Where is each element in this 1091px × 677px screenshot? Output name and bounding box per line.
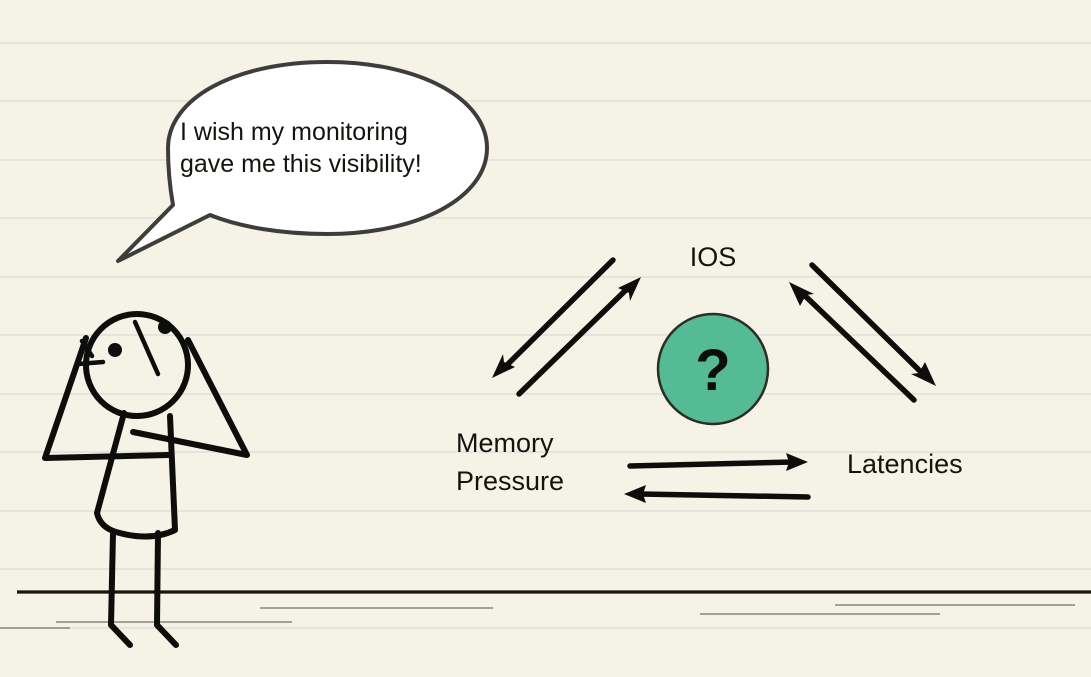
hair-left-wing xyxy=(42,335,171,461)
node-label-memory-pressure-line-2: Pressure xyxy=(456,466,564,496)
arrow-latencies-to-ios xyxy=(789,282,917,403)
node-label-memory-pressure-line-1: Memory xyxy=(456,428,554,458)
speech-bubble-line-2: gave me this visibility! xyxy=(180,150,422,178)
speech-bubble-shape xyxy=(116,60,489,263)
arrow-memory-pressure-to-ios xyxy=(516,277,641,397)
hair-strand xyxy=(132,319,161,377)
arrow-latencies-to-memory-pressure xyxy=(624,485,811,503)
hair-tick-left-2 xyxy=(75,359,106,367)
leg-right xyxy=(154,530,179,648)
node-label-ios: IOS xyxy=(690,242,737,272)
eye-left xyxy=(108,343,122,357)
arrow-memory-pressure-to-latencies xyxy=(627,453,808,471)
ground-texture-strokes xyxy=(0,604,1075,629)
torso xyxy=(94,410,178,540)
arrow-ios-to-latencies xyxy=(809,262,936,386)
arrow-ios-to-memory-pressure xyxy=(492,257,616,378)
node-label-latencies: Latencies xyxy=(847,449,963,479)
speech-bubble-line-1: I wish my monitoring xyxy=(180,118,408,146)
center-node-circle xyxy=(656,312,770,426)
leg-left xyxy=(108,530,133,648)
eye-right xyxy=(158,320,172,334)
center-node-label: ? xyxy=(695,338,730,403)
hair-tick-left xyxy=(79,338,95,359)
